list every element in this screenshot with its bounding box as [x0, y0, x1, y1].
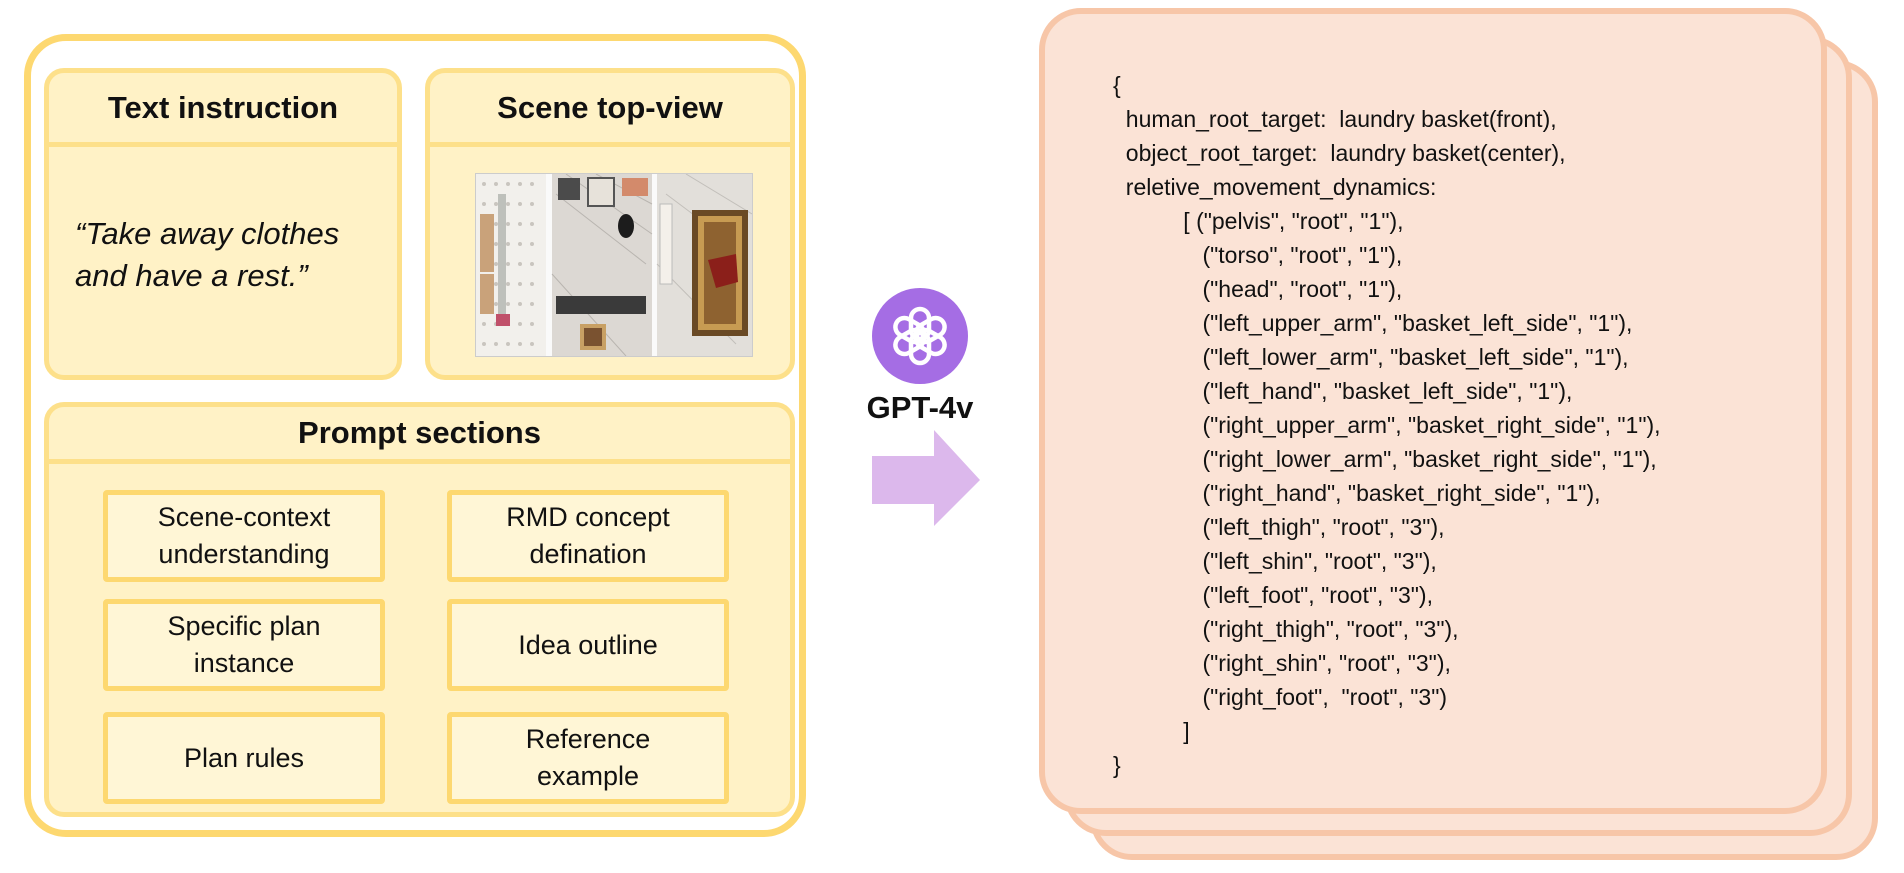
prompt-section-box: RMD concept defination	[447, 490, 729, 582]
code-line: ("right_lower_arm", "basket_right_side",…	[1113, 446, 1657, 472]
prompt-section-box: Plan rules	[103, 712, 385, 804]
openai-knot-glyph	[893, 306, 947, 366]
section-label: understanding	[158, 539, 330, 569]
code-line: }	[1113, 752, 1121, 778]
code-line: ("left_hand", "basket_left_side", "1"),	[1113, 378, 1573, 404]
prompt-section-box: Scene-context understanding	[103, 490, 385, 582]
section-label: Reference	[525, 724, 651, 754]
code-line: {	[1113, 72, 1121, 98]
code-line: ("right_shin", "root", "3"),	[1113, 650, 1451, 676]
code-line: object_root_target: laundry basket(cente…	[1113, 140, 1566, 166]
code-line: ("left_thigh", "root", "3"),	[1113, 514, 1445, 540]
section-label: Plan rules	[183, 742, 305, 773]
code-line: human_root_target: laundry basket(front)…	[1113, 106, 1557, 132]
model-label: GPT-4v	[866, 390, 974, 425]
code-line: ("head", "root", "1"),	[1113, 276, 1403, 302]
code-line: reletive_movement_dynamics:	[1113, 174, 1437, 200]
prompt-sections-title: Prompt sections	[49, 407, 790, 464]
code-line: ("right_upper_arm", "basket_right_side",…	[1113, 412, 1661, 438]
scene-topview-image	[475, 173, 753, 357]
code-line: ("left_foot", "root", "3"),	[1113, 582, 1433, 608]
code-line: ("left_shin", "root", "3"),	[1113, 548, 1437, 574]
scene-topview-title: Scene top-view	[430, 73, 790, 147]
code-line: ("right_hand", "basket_right_side", "1")…	[1113, 480, 1601, 506]
text-instruction-title: Text instruction	[49, 73, 397, 147]
text-instruction-card: Text instruction “Take away clothes and …	[44, 68, 402, 380]
code-line: ("left_lower_arm", "basket_left_side", "…	[1113, 344, 1629, 370]
code-line: ("right_foot", "root", "3")	[1113, 684, 1448, 710]
code-line: [ ("pelvis", "root", "1"),	[1113, 208, 1404, 234]
scene-topview-card: Scene top-view	[425, 68, 795, 380]
code-line: ("left_upper_arm", "basket_left_side", "…	[1113, 310, 1633, 336]
code-line: ("torso", "root", "1"),	[1113, 242, 1403, 268]
arrow-right-icon	[872, 430, 980, 526]
section-label: example	[536, 761, 640, 791]
section-label: RMD concept	[506, 502, 670, 532]
section-label: instance	[193, 648, 295, 678]
section-label: defination	[529, 539, 647, 569]
output-sheet-front	[1039, 8, 1827, 814]
section-label: Idea outline	[518, 629, 658, 660]
instruction-quote-line: “Take away clothes	[75, 216, 340, 251]
instruction-quote: “Take away clothes and have a rest.”	[75, 213, 395, 297]
prompt-section-box: Reference example	[447, 712, 729, 804]
section-label: Specific plan	[167, 611, 321, 641]
floorplan-render	[476, 174, 752, 356]
code-line: ("right_thigh", "root", "3"),	[1113, 616, 1459, 642]
code-line: ]	[1113, 718, 1190, 744]
instruction-quote-line: and have a rest.”	[75, 258, 308, 293]
prompt-sections-card: Prompt sections Scene-context understandi…	[44, 402, 795, 817]
prompt-section-box: Idea outline	[447, 599, 729, 691]
prompt-section-box: Specific plan instance	[103, 599, 385, 691]
section-label: Scene-context	[157, 502, 331, 532]
openai-logo-icon	[872, 288, 968, 384]
output-json-code: { human_root_target: laundry basket(fron…	[1113, 68, 1661, 782]
